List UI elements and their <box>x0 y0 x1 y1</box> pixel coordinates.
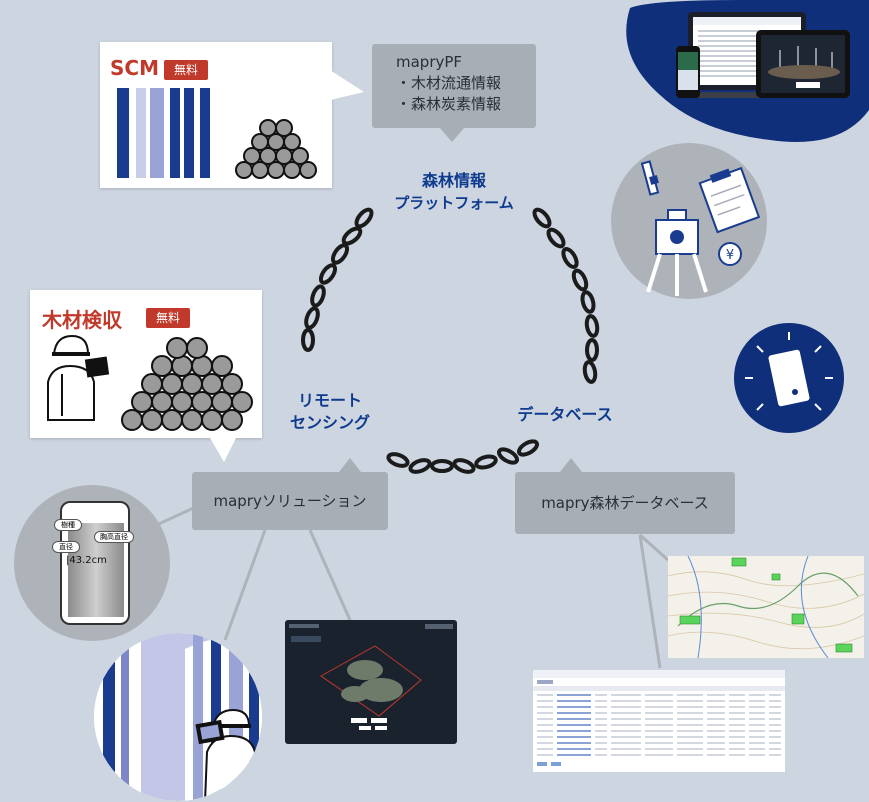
clipboard-icon <box>698 166 761 234</box>
timber-title: 木材検収 <box>42 308 122 332</box>
table-screenshot-icon <box>533 670 785 772</box>
phone-frame: 樹種 直径 胸高直径 |43.2cm <box>52 501 134 625</box>
remote-sensing-line1: リモート <box>297 391 362 410</box>
forest-platform-label: 森林情報 プラットフォーム <box>372 170 536 214</box>
scm-badge: 無料 <box>164 60 209 80</box>
forest-platform-line2: プラットフォーム <box>394 194 514 212</box>
mapry-forest-db-box: mapry森林データベース <box>515 472 735 534</box>
surveyor-icon: ¥ <box>611 143 767 299</box>
tree-trunks-icon <box>117 88 210 178</box>
tablet-icon <box>734 323 844 433</box>
tablet-device-icon <box>756 30 850 98</box>
forest-worker-icon <box>94 633 262 801</box>
map-icon <box>668 556 864 658</box>
maprypf-box: mapryPF ・木材流通情報 ・森林炭素情報 <box>372 44 536 128</box>
maprypf-item-1: ・木材流通情報 <box>396 74 502 92</box>
yen-coin-icon: ¥ <box>718 242 742 266</box>
timber-badge: 無料 <box>146 308 191 328</box>
devices-illustration <box>626 0 869 142</box>
remote-sensing-line2: センシング <box>289 413 370 432</box>
forest-platform-line1: 森林情報 <box>421 171 486 190</box>
database-label: データベース <box>517 405 613 424</box>
maprypf-name: mapryPF <box>396 53 463 71</box>
tag-dbh: 胸高直径 <box>94 531 134 543</box>
mapry-solution-box: mapryソリューション <box>192 472 388 530</box>
3d-model-screenshot <box>285 620 457 744</box>
maprypf-item-2: ・森林炭素情報 <box>396 95 502 113</box>
tripod-icon <box>640 160 708 296</box>
tag-diameter: 直径 <box>52 541 80 553</box>
log-pile-icon <box>235 119 317 179</box>
scm-title: SCM <box>110 56 159 80</box>
timber-card: 木材検収 無料 <box>30 290 262 438</box>
measurement-value: 43.2cm <box>69 555 107 566</box>
svg-text:¥: ¥ <box>726 248 734 263</box>
tag-species: 樹種 <box>54 519 82 531</box>
phone-measure-circle: 樹種 直径 胸高直径 |43.2cm <box>14 485 170 641</box>
speech-tail <box>330 70 364 100</box>
phone-icon <box>676 46 700 98</box>
worker-icon <box>47 334 110 421</box>
chain-icon <box>301 207 600 474</box>
scm-card: SCM 無料 <box>100 42 364 188</box>
measurement-readout: |43.2cm <box>66 555 107 566</box>
remote-sensing-label: リモート センシング <box>270 390 390 434</box>
